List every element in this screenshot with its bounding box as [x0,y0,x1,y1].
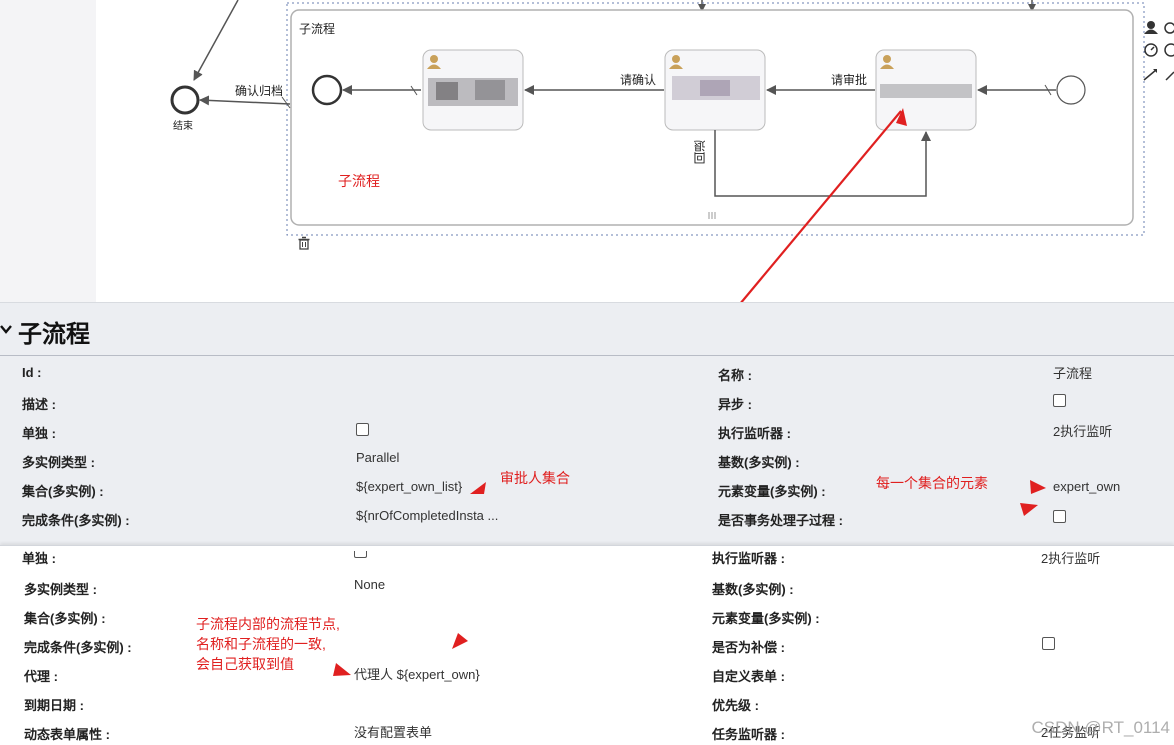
flow-label-confirm-archive: 确认归档 [235,84,284,98]
annotation-each-element: 每一个集合的元素 [876,475,988,491]
flow-label-please-approve: 请审批 [831,73,868,87]
prop-name-value[interactable]: 子流程 [1053,366,1093,381]
prop-collection-label: 集合(多实例) : [22,484,104,499]
prop-transaction-label: 是否事务处理子过程 : [718,513,843,528]
subprocess-end-event [311,74,343,106]
flow-incoming-end [193,0,239,81]
prop-collection-value[interactable]: ${expert_own_list} [356,479,463,494]
panel-title: 子流程 [18,321,90,348]
prop-completion-condition-value[interactable]: ${nrOfCompletedInsta ... [356,508,499,523]
transaction-checkbox[interactable] [1053,510,1066,523]
prop-multi-instance-type-label: 多实例类型 : [22,455,95,470]
task-priority-label: 优先级 : [712,698,759,713]
trash-icon[interactable] [297,236,311,255]
blurred-task-names [428,76,972,106]
palette-tools [1143,21,1174,81]
canvas-gutter [0,0,96,302]
prop-cardinality-label: 基数(多实例) : [718,455,800,470]
partial-checkbox[interactable] [354,551,367,558]
flow-return [714,130,931,197]
task-listeners-label: 任务监听器 : [712,727,785,742]
task-assignee-value[interactable]: 代理人 ${expert_own} [354,667,480,682]
prop-id-label: Id : [22,365,42,380]
task-properties-panel [0,545,1174,745]
task-form-properties-value[interactable]: 没有配置表单 [354,725,433,740]
partial-listeners-value: 2执行监听 [1041,548,1100,566]
chevron-down-icon[interactable] [0,322,12,340]
subprocess-start-event [1056,75,1086,105]
partial-listeners-label: 执行监听器 : [712,548,785,566]
prop-execution-listeners-label: 执行监听器 : [718,426,791,441]
subprocess-selection [286,2,1145,236]
task-element-variable-label: 元素变量(多实例) : [712,611,820,626]
flow-label-return: 回退 [693,140,707,164]
prop-async-label: 异步 : [718,397,752,412]
async-checkbox[interactable] [1053,394,1066,407]
end-event-label: 结束 [173,121,193,132]
prop-description-label: 描述 : [22,397,56,412]
annotation-inner-note-line-1: 子流程内部的流程节点, [196,616,340,632]
subprocess-title: 子流程 [299,22,336,36]
process-diagram [170,0,1174,676]
end-event [170,85,200,115]
flow-confirm-archive [199,95,291,106]
compensation-checkbox[interactable] [1042,637,1055,650]
annotation-approver-set: 审批人集合 [500,470,570,486]
task-completion-condition-label: 完成条件(多实例) : [24,640,132,655]
prop-execution-listeners-value[interactable]: 2执行监听 [1053,424,1113,439]
task-cardinality-label: 基数(多实例) : [712,582,794,597]
prop-multi-instance-type-value[interactable]: Parallel [356,450,400,465]
prop-element-variable-label: 元素变量(多实例) : [718,484,826,499]
prop-element-variable-value[interactable]: expert_own [1053,479,1121,494]
flow-label-please-confirm: 请确认 [620,73,657,87]
task-collection-label: 集合(多实例) : [24,611,106,626]
task-multi-instance-type-value[interactable]: None [354,577,386,592]
task-form-properties-label: 动态表单属性 : [24,727,110,742]
task-due-date-label: 到期日期 : [24,698,84,713]
diagram-canvas[interactable]: 子流程 结束 确认归档 请确认 请审批 回退 子流程 [0,0,1174,676]
partial-exclusive-label: 单独 : [22,548,56,566]
task-multi-instance-type-label: 多实例类型 : [24,582,97,597]
annotation-inner-note: 子流程内部的流程节点, 名称和子流程的一致, 会自己获取到值 [196,614,340,674]
annotation-inner-note-line-2: 名称和子流程的一致, [196,636,326,652]
task-compensation-label: 是否为补偿 : [712,640,785,655]
task-custom-form-label: 自定义表单 : [712,669,785,684]
prop-exclusive-label: 单独 : [22,426,56,441]
subprocess-annotation: 子流程 [338,173,380,189]
prop-name-label: 名称 : [718,368,752,383]
task-assignee-label: 代理 : [24,669,58,684]
panel-divider [0,355,1174,356]
exclusive-checkbox[interactable] [356,423,369,436]
user-icon [427,55,894,69]
task-listeners-value[interactable]: 2任务监听 [1041,725,1101,740]
watermark: CSDN @RT_0114 [1031,718,1170,737]
annotation-inner-note-line-3: 会自己获取到值 [196,656,294,672]
prop-completion-condition-label: 完成条件(多实例) : [22,513,130,528]
properties-panel [0,302,1174,546]
